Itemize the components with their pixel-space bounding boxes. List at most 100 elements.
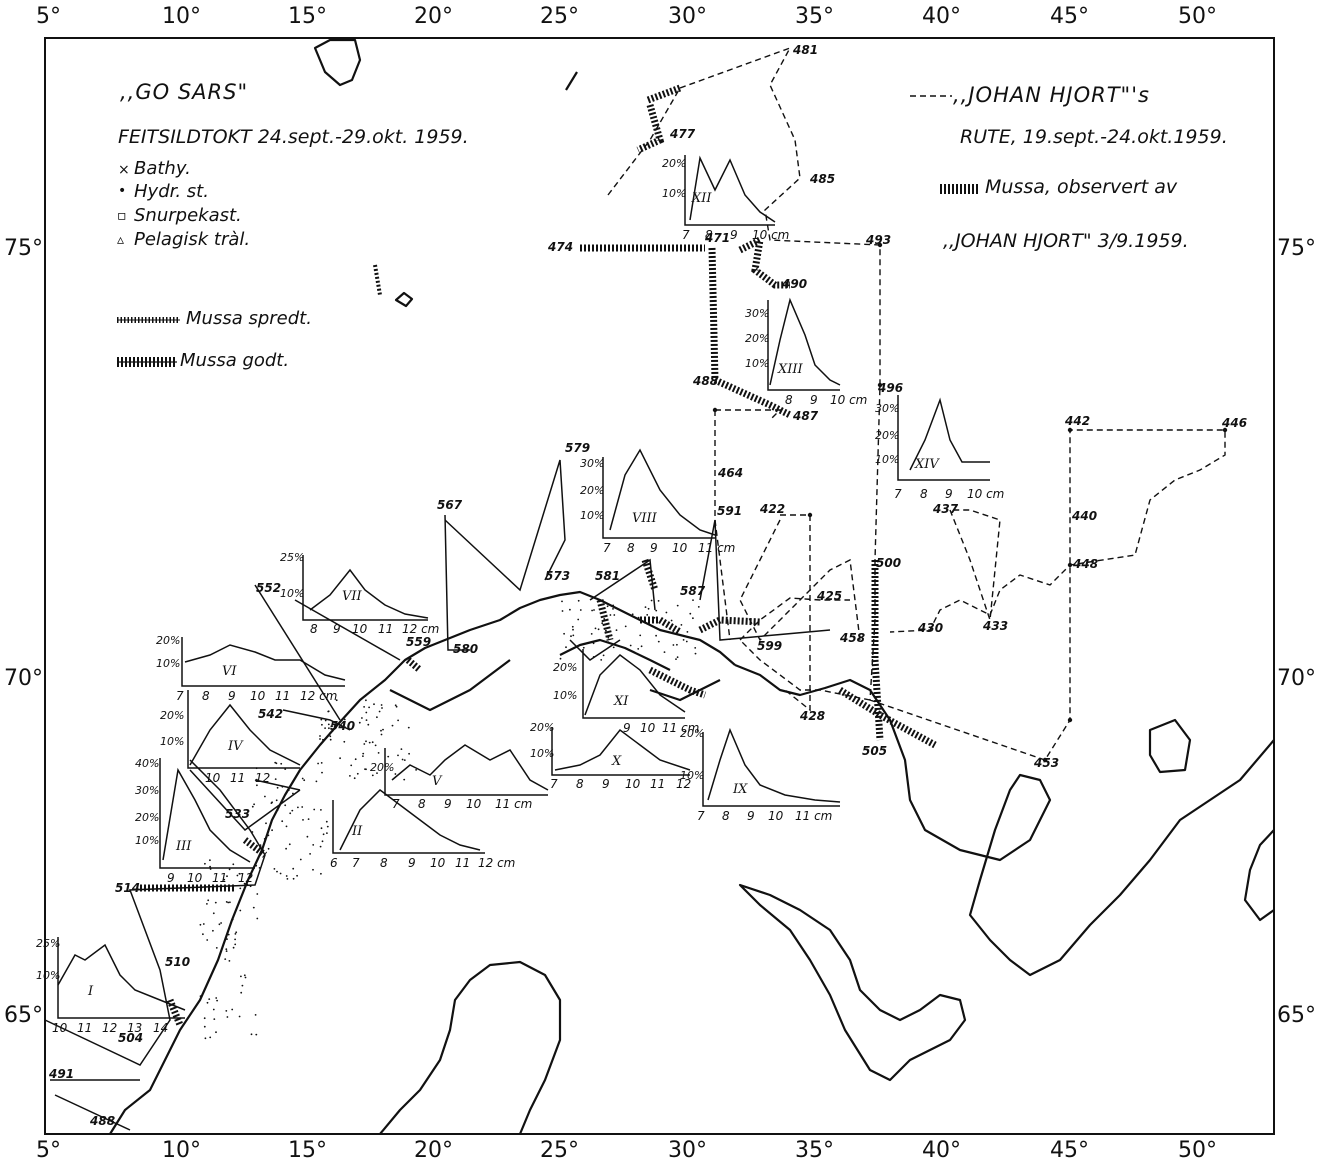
islet-dot <box>202 923 205 925</box>
hist-VIII-tick-11: 11 cm <box>698 541 736 555</box>
mussa-godt-label: Mussa godt. <box>180 350 290 371</box>
snurpe-symbol: ▫ <box>117 208 127 224</box>
islet-dot <box>682 639 685 641</box>
islet-dot <box>225 948 228 951</box>
islet-dot <box>365 719 368 721</box>
islet-dot <box>285 825 288 828</box>
islet-dot <box>559 657 562 660</box>
hist-XIV-tick-10: 10 cm <box>967 487 1005 501</box>
observed-by: ,,JOHAN HJORT" 3/9.1959. <box>943 230 1189 252</box>
tick-left-70: 70° <box>4 666 43 691</box>
islet-dot <box>236 874 239 877</box>
islet-dot <box>288 843 291 846</box>
islet-dot <box>321 771 323 774</box>
legend-mussa-swatches <box>117 317 180 367</box>
islet-dot <box>256 917 259 920</box>
islet-dot <box>244 976 247 979</box>
islet-dot <box>612 646 615 649</box>
islet-dot <box>321 723 323 726</box>
islet-dot <box>253 803 256 806</box>
islet-dot <box>225 901 228 903</box>
station-505: 505 <box>862 744 888 758</box>
islet-dot <box>271 829 273 832</box>
coastal-islets <box>199 599 700 1040</box>
islet-dot <box>280 762 283 765</box>
islet-dot <box>240 975 242 978</box>
station-579: 579 <box>565 441 591 455</box>
islet-dot <box>301 806 304 808</box>
islet-dot <box>376 772 378 774</box>
station-510: 510 <box>165 955 191 969</box>
hist-XI-pct-20: 20% <box>553 661 578 674</box>
station-490: 490 <box>782 277 808 291</box>
islet-dot <box>391 724 394 727</box>
station-552: 552 <box>256 581 282 595</box>
hist-XII-pct-20: 20% <box>662 157 687 170</box>
islet-dot <box>579 609 582 611</box>
islet-dot <box>400 748 403 750</box>
islet-dot <box>212 929 214 932</box>
islet-dot <box>312 844 315 846</box>
islet-dot <box>606 605 609 608</box>
islet-dot <box>301 777 304 780</box>
islet-dot <box>663 651 666 653</box>
islet-dot <box>569 608 571 611</box>
islet-dot <box>394 704 397 707</box>
hist-III-pct-20: 20% <box>135 811 160 824</box>
islet-dot <box>637 616 640 619</box>
islet-dot <box>234 933 237 935</box>
tick-top-5: 5° <box>36 4 61 29</box>
johan-hjort-route <box>607 46 1226 761</box>
islet-dot <box>319 735 321 737</box>
station-533: 533 <box>225 807 251 821</box>
islet-dot <box>670 619 673 622</box>
hist-X-tick-7: 7 <box>550 777 558 791</box>
hist-VII-tick-9: 9 <box>333 622 341 636</box>
islet-dot <box>226 938 228 940</box>
station-487: 487 <box>793 409 819 423</box>
islet-dot <box>615 629 618 631</box>
islet-dot <box>330 725 333 728</box>
tick-left-65: 65° <box>4 1003 43 1028</box>
islet-dot <box>312 868 314 871</box>
tick-top-50: 50° <box>1178 4 1217 29</box>
route-title: ,,JOHAN HJORT"'s <box>953 83 1150 107</box>
hist-X-pct-20: 20% <box>530 721 555 734</box>
station-567: 567 <box>437 498 463 512</box>
station-591: 591 <box>717 504 743 518</box>
hist-II-tick-6: 6 <box>330 856 338 870</box>
hist-I-tick-10: 10 <box>52 1021 68 1035</box>
islet-dot <box>225 1010 228 1012</box>
islet-dot <box>365 768 367 771</box>
islet-dot <box>655 634 657 637</box>
islet-dot <box>207 899 210 902</box>
islet-dot <box>689 612 692 615</box>
islet-dot <box>380 704 383 706</box>
islet-dot <box>570 635 572 638</box>
islet-dot <box>203 1025 206 1028</box>
hist-IX-tick-7: 7 <box>697 809 705 823</box>
hist-VIII-pct-10: 10% <box>580 509 605 522</box>
hist-XIV-pct-10: 10% <box>875 453 900 466</box>
hist-II-tick-9: 9 <box>408 856 416 870</box>
islet-dot <box>223 878 226 881</box>
islet-dot <box>276 786 279 789</box>
islet-dot <box>361 717 363 719</box>
islet-dot <box>220 922 223 924</box>
hist-XIV-tick-7: 7 <box>894 487 902 501</box>
islet-dot <box>274 778 277 780</box>
hist-XI-pct-10: 10% <box>553 689 578 702</box>
hist-IX-tick-11: 11 cm <box>795 809 833 823</box>
tick-top-45: 45° <box>1050 4 1089 29</box>
hist-VI-tick-9: 9 <box>228 689 236 703</box>
islet-dot <box>612 608 614 610</box>
hist-IX-pct-10: 10% <box>680 769 705 782</box>
hist-III-tick-9: 9 <box>167 871 175 885</box>
hist-V-tick-7: 7 <box>392 797 400 811</box>
hist-VI-tick-10: 10 <box>250 689 266 703</box>
hist-XII-tick-9: 9 <box>730 228 738 242</box>
islet-dot <box>228 960 231 962</box>
snurpe-label: Snurpekast. <box>134 205 242 226</box>
tick-left-75: 75° <box>4 236 43 261</box>
